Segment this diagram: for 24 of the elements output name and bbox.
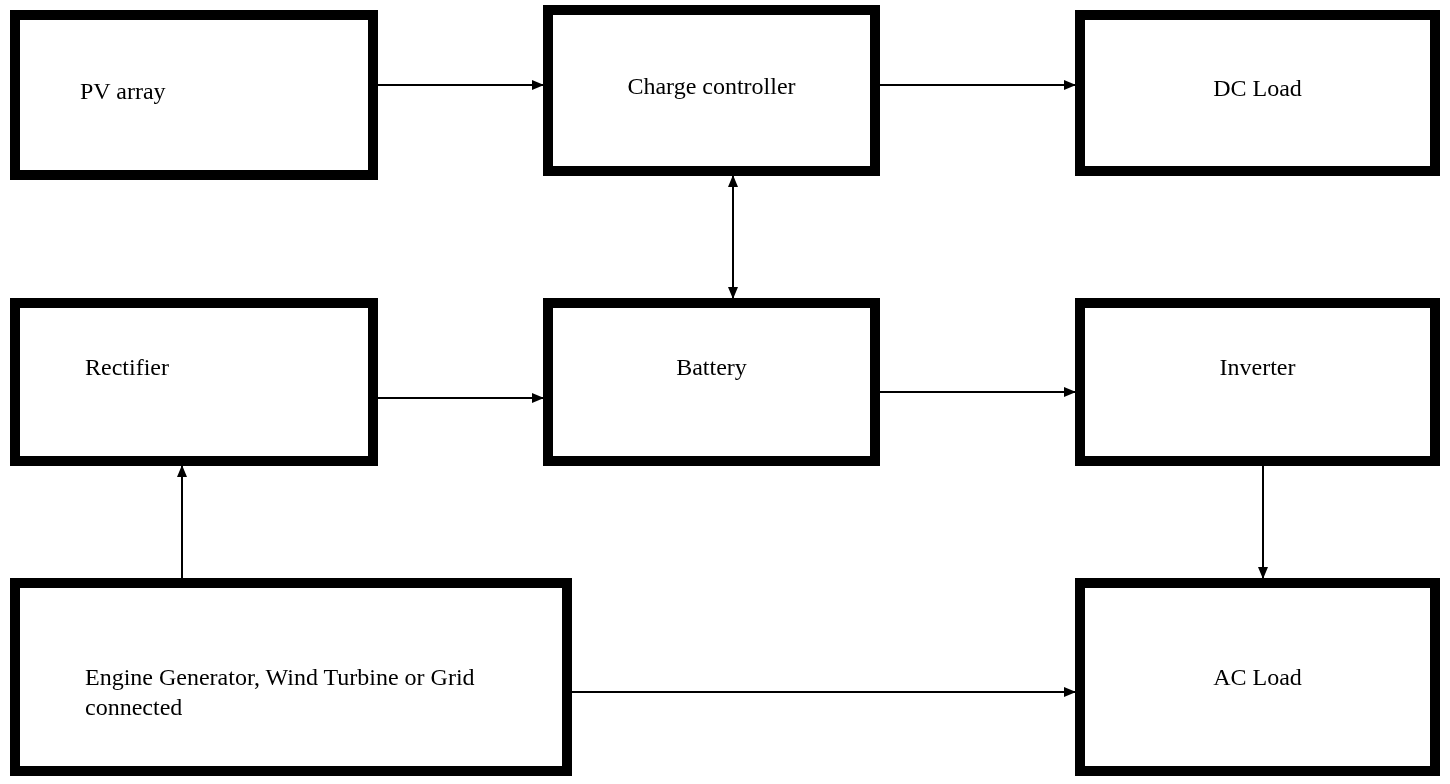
block-box <box>10 578 572 776</box>
block-label: Battery <box>676 353 747 382</box>
block-label: AC Load <box>1213 663 1302 692</box>
arrow <box>1258 465 1268 579</box>
block-box <box>1075 298 1440 466</box>
block-box <box>10 298 378 466</box>
block-box <box>10 10 378 180</box>
arrow <box>377 393 544 403</box>
block-box <box>1075 578 1440 776</box>
block-box <box>1075 10 1440 176</box>
arrow <box>879 387 1076 397</box>
arrow <box>879 80 1076 90</box>
block-label: Rectifier <box>85 353 169 382</box>
block-label: PV array <box>80 77 166 106</box>
arrow <box>728 175 738 299</box>
block-label: DC Load <box>1213 74 1302 103</box>
block-box <box>543 298 880 466</box>
block-label: Charge controller <box>627 71 796 101</box>
block-box <box>543 5 880 176</box>
arrow <box>571 687 1076 697</box>
arrow <box>177 465 187 579</box>
arrow <box>377 80 544 90</box>
block-label: Engine Generator, Wind Turbine or Grid connected <box>85 663 476 722</box>
block-label: Inverter <box>1219 353 1296 382</box>
